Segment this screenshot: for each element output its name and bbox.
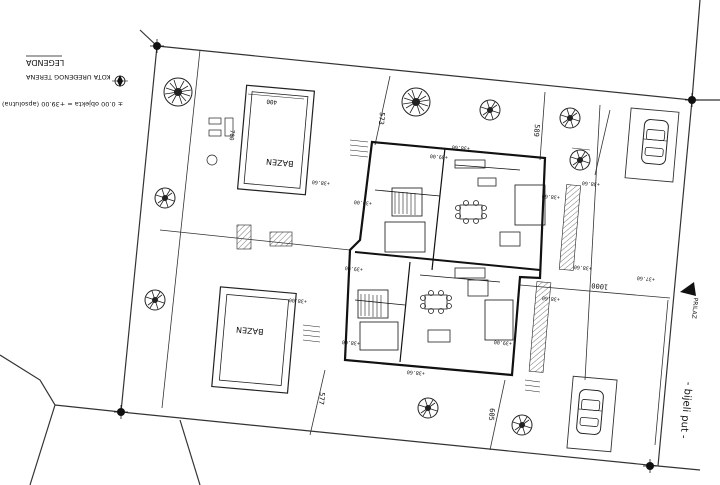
level-1: +38.60	[452, 143, 471, 151]
dimension-589: 589	[532, 124, 541, 137]
north-arrow-icon	[112, 75, 128, 87]
pool-width-dimension: 400	[266, 98, 278, 106]
dining-tables	[420, 159, 521, 343]
level-9: +39.00	[345, 264, 364, 272]
entrance-arrow-icon	[680, 282, 696, 296]
level-11: +39.00	[494, 338, 513, 346]
level-markers: +38.60 +38.60 +39.00 +38.60 +38.60 +37.6…	[289, 143, 656, 376]
level-3: +39.00	[354, 198, 373, 206]
level-12: +38.60	[407, 368, 426, 376]
legend-terrain-note: KOTA UREĐENOG TERENA	[25, 73, 110, 81]
level-2: +38.60	[312, 178, 331, 186]
level-6: +37.60	[637, 274, 656, 282]
driveways	[566, 107, 680, 453]
level-13: +38.00	[342, 338, 361, 346]
terrace-hatching	[236, 184, 581, 373]
pool-top	[236, 84, 316, 196]
pool-top-label: BAZEN	[266, 157, 294, 168]
access-road-label: - bijeli put -	[677, 381, 693, 439]
level-5: +38.60	[582, 179, 601, 187]
level-7: +38.60	[574, 263, 593, 271]
stairs	[302, 139, 591, 393]
pool-bottom	[211, 286, 297, 394]
dimension-605: 605	[487, 408, 496, 421]
dimension-577: 577	[317, 392, 326, 405]
level-8: +38.60	[542, 294, 561, 302]
legend-zero-note: ± 0.00 objekta = +39.00 (apsolutna)	[2, 100, 123, 108]
legend: LEGENDA KOTA UREĐENOG TERENA ± 0.00 obje…	[2, 55, 123, 108]
building-footprint	[343, 140, 547, 377]
level-14: +39.00	[430, 152, 449, 160]
level-4: +38.60	[542, 192, 561, 200]
garden-furniture	[206, 117, 234, 166]
pool-bottom-label: BAZEN	[236, 325, 264, 336]
level-10: +38.00	[289, 296, 308, 304]
dimension-1000: 1000	[591, 281, 608, 290]
pool-length-dimension: 700	[228, 129, 236, 141]
lot-divisions	[159, 49, 671, 451]
entrance-label: PRILAZ	[690, 297, 699, 319]
legend-title: LEGENDA	[25, 58, 64, 67]
dimension-573: 573	[377, 112, 386, 125]
